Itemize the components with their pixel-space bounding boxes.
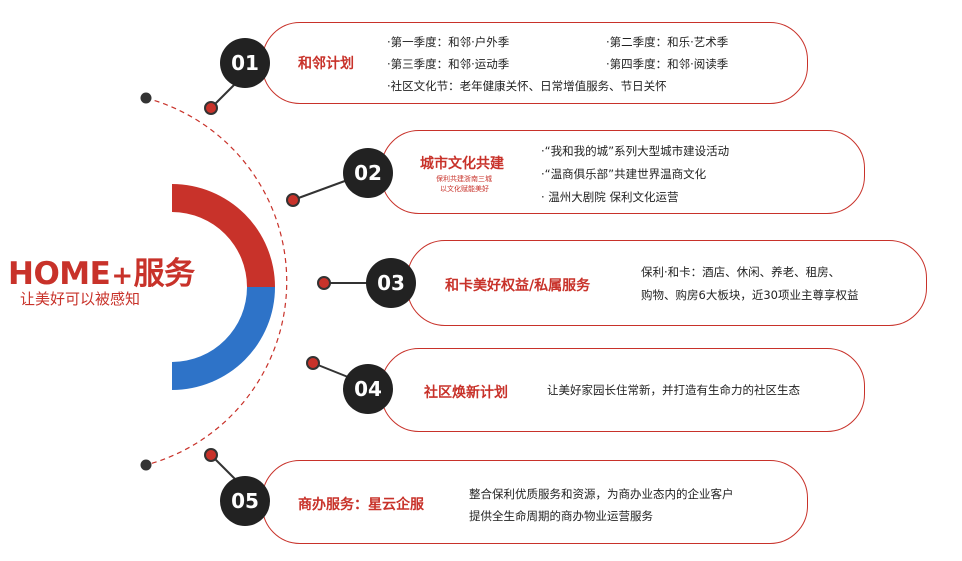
arc-node-04 xyxy=(306,356,320,370)
ring-blue-segment xyxy=(172,287,275,390)
arc-node-01 xyxy=(204,101,218,115)
number-badge-02: 02 xyxy=(343,148,393,198)
card-01-line-1: ·第一季度：和邻·户外季 xyxy=(387,35,510,49)
brand-subtitle: 让美好可以被感知 xyxy=(20,290,141,308)
card-05-line-2: 提供全生命周期的商办物业运营服务 xyxy=(469,509,653,523)
card-01-line-5: ·社区文化节：老年健康关怀、日常增值服务、节日关怀 xyxy=(387,79,667,93)
brand-title-main: HOME xyxy=(8,256,111,292)
card-01-title: 和邻计划 xyxy=(298,56,354,72)
arc-node-03 xyxy=(317,276,331,290)
card-04-title: 社区焕新计划 xyxy=(424,385,508,401)
card-01 xyxy=(262,22,808,104)
card-03-title: 和卡美好权益/私属服务 xyxy=(445,278,591,294)
card-01-line-4: ·第四季度：和邻·阅读季 xyxy=(606,57,729,71)
card-04-line-1: 让美好家园长住常新，并打造有生命力的社区生态 xyxy=(547,383,800,397)
card-02-subtitle-2: 以文化赋能美好 xyxy=(440,185,489,193)
number-badge-01: 01 xyxy=(220,38,270,88)
card-02-line-3: · 温州大剧院 保利文化运营 xyxy=(541,190,679,204)
card-03-line-2: 购物、购房6大板块，近30项业主尊享权益 xyxy=(641,288,859,302)
card-02-subtitle-1: 保利共建浙南三城 xyxy=(436,175,492,183)
dashed-arc xyxy=(145,97,288,466)
arc-end-dot-bottom xyxy=(140,459,152,471)
card-02-line-2: ·“温商俱乐部”共建世界温商文化 xyxy=(541,167,707,181)
card-03-line-1: 保利·和卡：酒店、休闲、养老、租房、 xyxy=(641,265,841,279)
card-01-line-3: ·第三季度：和邻·运动季 xyxy=(387,57,510,71)
ring-red-segment xyxy=(172,184,275,287)
arc-node-05 xyxy=(204,448,218,462)
card-05-title: 商办服务：星云企服 xyxy=(298,497,424,513)
number-badge-04: 04 xyxy=(343,364,393,414)
brand-plus-icon: + xyxy=(111,261,133,291)
number-badge-03: 03 xyxy=(366,258,416,308)
card-02 xyxy=(381,130,865,214)
card-04 xyxy=(381,348,865,432)
arc-node-02 xyxy=(286,193,300,207)
arc-end-dot-top xyxy=(140,92,152,104)
number-badge-05: 05 xyxy=(220,476,270,526)
card-02-title: 城市文化共建 xyxy=(420,156,504,172)
card-01-line-2: ·第二季度：和乐·艺术季 xyxy=(606,35,729,49)
card-02-line-1: ·“我和我的城”系列大型城市建设活动 xyxy=(541,144,730,158)
brand-title-tail: 服务 xyxy=(133,256,196,292)
card-05-line-1: 整合保利优质服务和资源，为商办业态内的企业客户 xyxy=(469,487,734,501)
brand-title: HOME+服务 xyxy=(8,248,195,293)
card-05 xyxy=(262,460,808,544)
